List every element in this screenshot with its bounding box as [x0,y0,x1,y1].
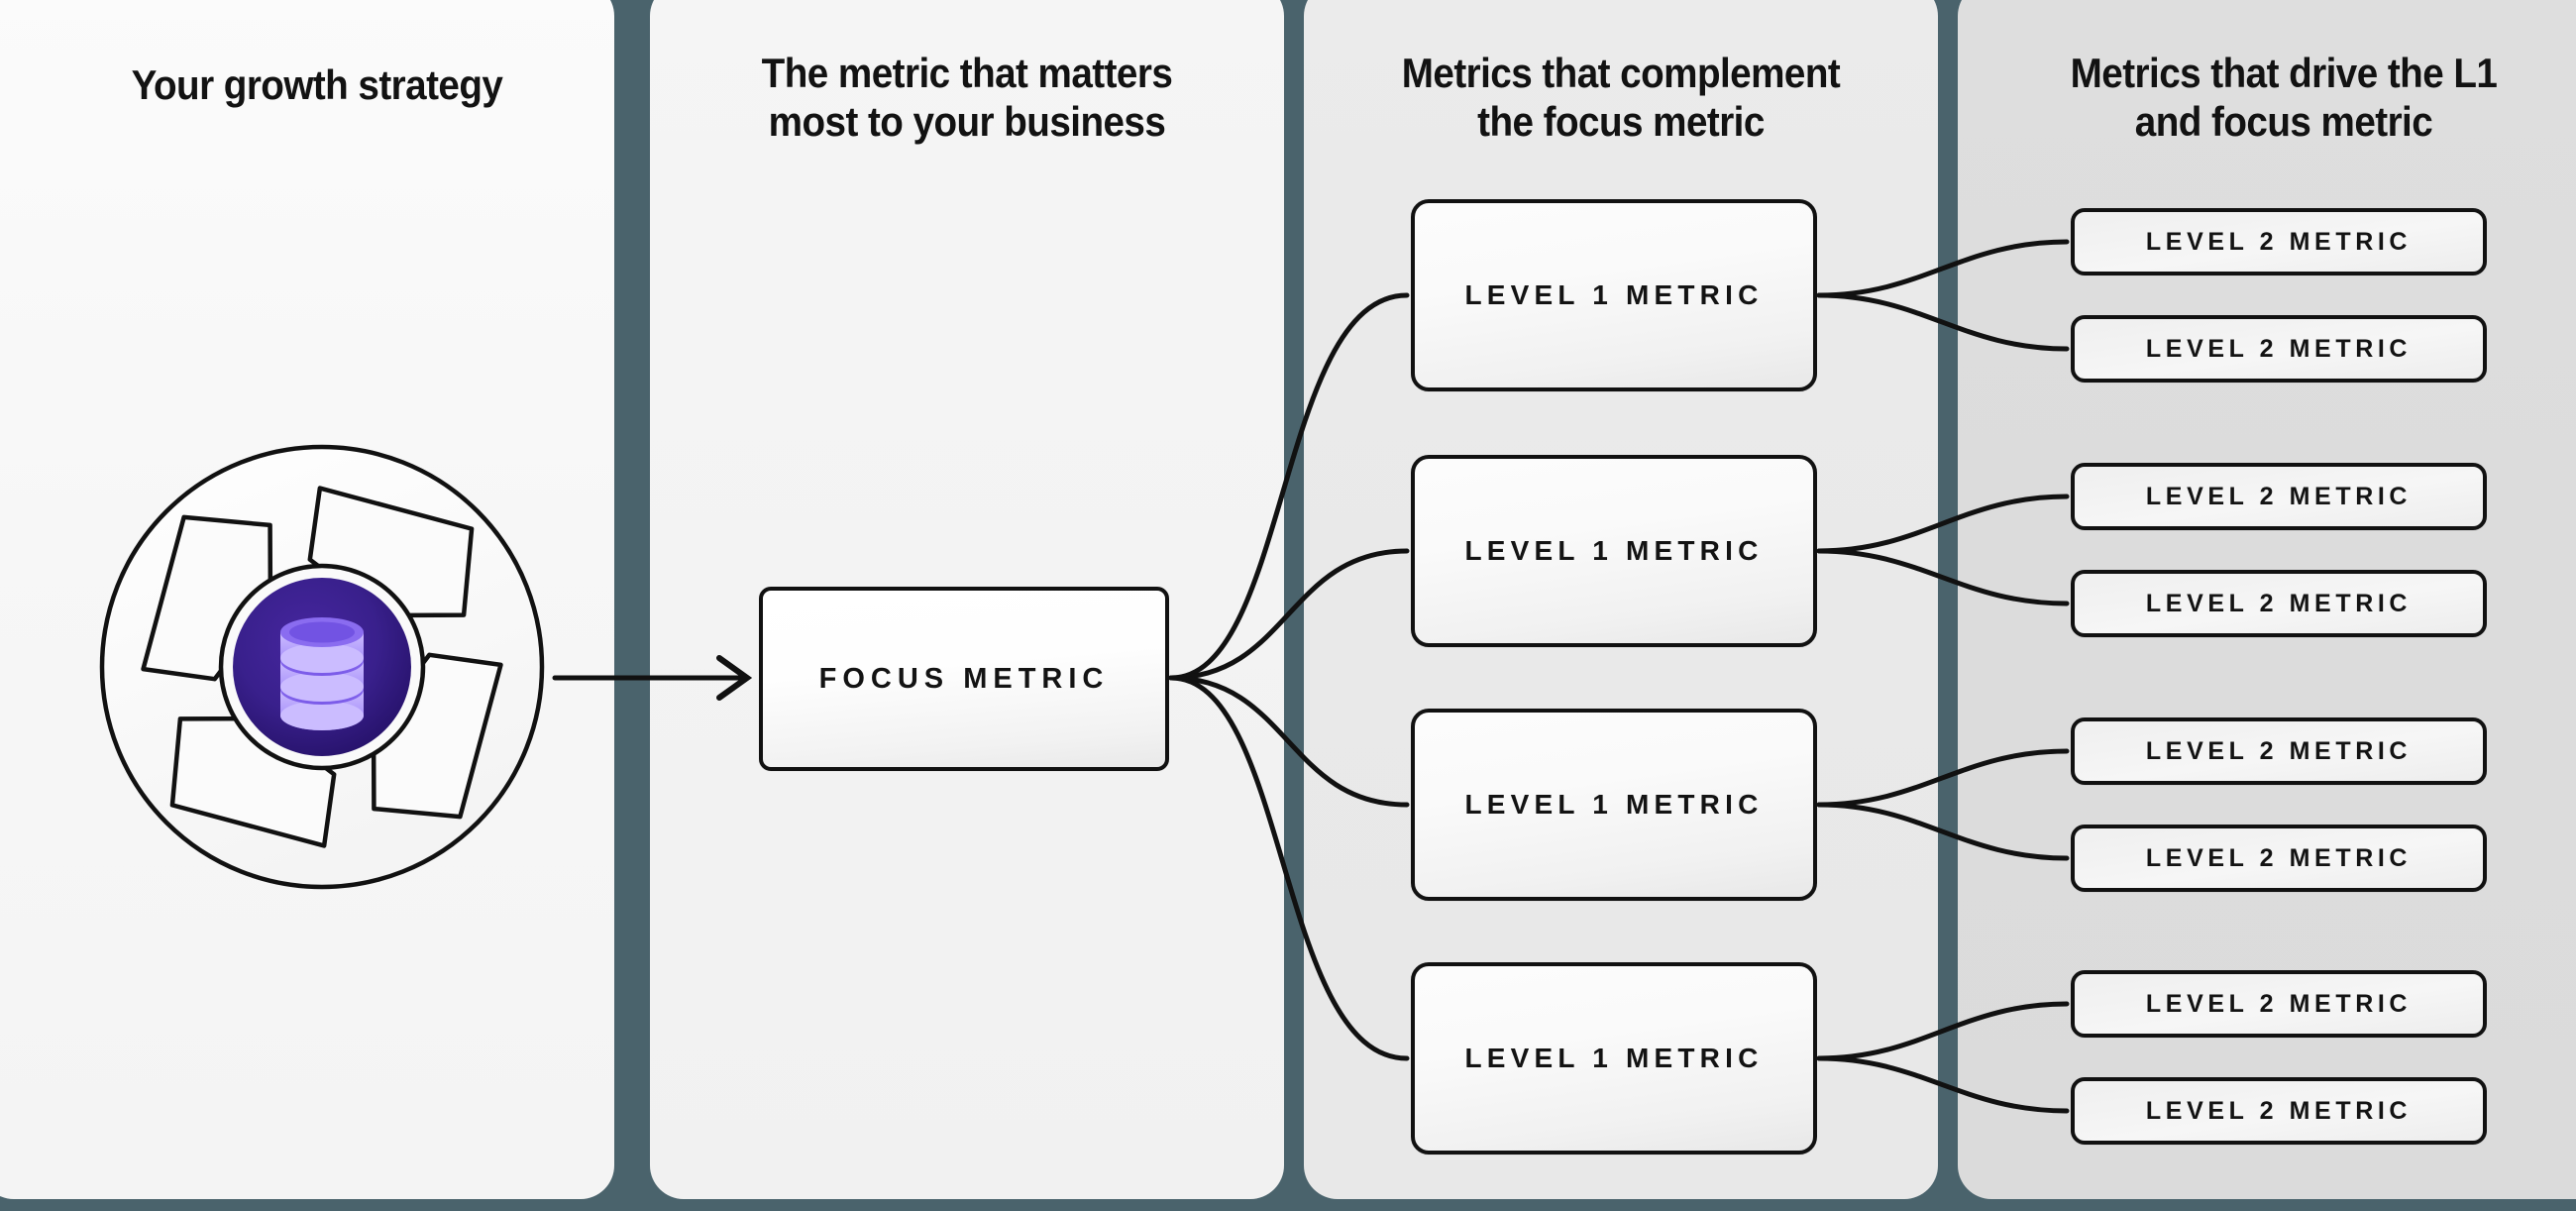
level-2-metric-node[interactable]: LEVEL 2 METRIC [2071,825,2487,892]
focus-metric-node[interactable]: FOCUS METRIC [759,587,1169,771]
level-1-metric-node[interactable]: LEVEL 1 METRIC [1411,199,1817,391]
column-title-line: Metrics that complement [1401,50,1841,96]
level-2-metric-node[interactable]: LEVEL 2 METRIC [2071,208,2487,275]
column-title-line: the focus metric [1477,97,1765,145]
level-1-metric-node[interactable]: LEVEL 1 METRIC [1411,962,1817,1155]
level-2-metric-node[interactable]: LEVEL 2 METRIC [2071,570,2487,637]
column-title-line: Metrics that drive the L1 [2070,50,2498,96]
level-1-metric-node[interactable]: LEVEL 1 METRIC [1411,709,1817,901]
level-2-metric-node[interactable]: LEVEL 2 METRIC [2071,315,2487,383]
column-title-line: and focus metric [2134,97,2433,145]
column-title-line: The metric that matters [761,50,1173,96]
level-2-metric-node[interactable]: LEVEL 2 METRIC [2071,717,2487,785]
column-title-growth-strategy: Your growth strategy [53,61,582,110]
column-title-line: most to your business [768,97,1166,145]
level-1-metric-node[interactable]: LEVEL 1 METRIC [1411,455,1817,647]
column-title-focus-metric: The metric that matters most to your bus… [706,50,1228,146]
growth-strategy-emblem [89,434,555,900]
level-2-metric-node[interactable]: LEVEL 2 METRIC [2071,463,2487,530]
level-2-metric-node[interactable]: LEVEL 2 METRIC [2071,1077,2487,1145]
database-icon [280,617,364,730]
level-2-metric-node[interactable]: LEVEL 2 METRIC [2071,970,2487,1038]
column-title-drivers: Metrics that drive the L1 and focus metr… [2015,50,2553,146]
column-title-complement: Metrics that complement the focus metric [1360,50,1881,146]
column-title-line: Your growth strategy [131,61,503,108]
